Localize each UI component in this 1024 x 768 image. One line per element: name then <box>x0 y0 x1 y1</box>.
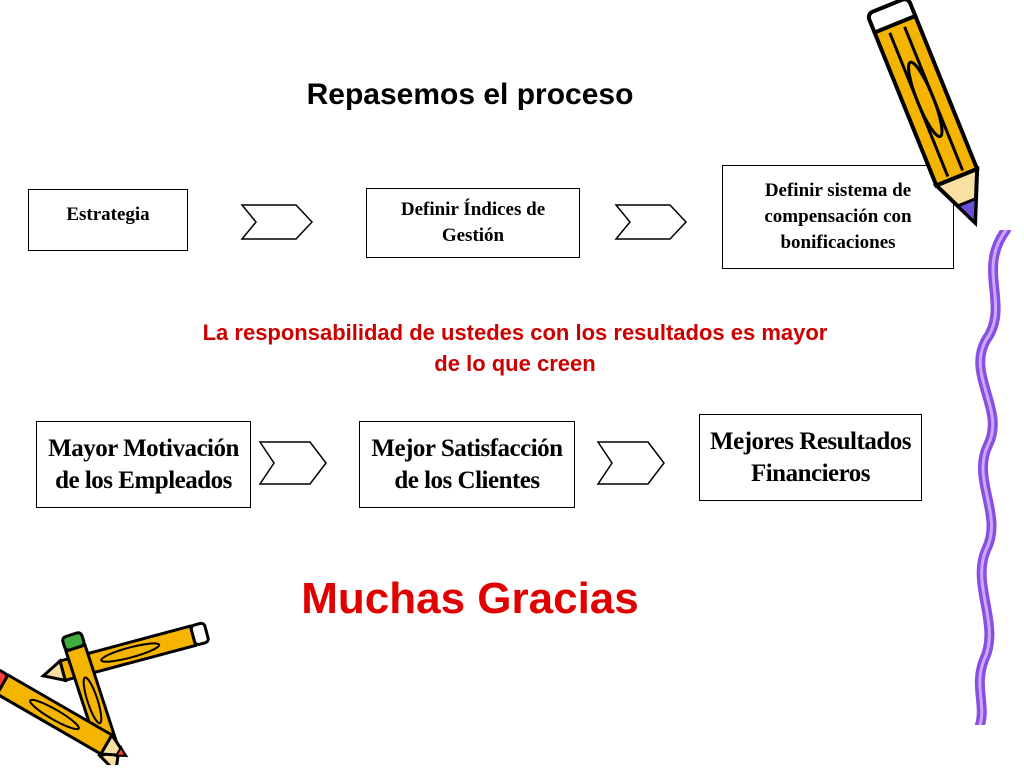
message-line: de lo que creen <box>434 351 596 376</box>
process-box-label: Estrategia <box>66 204 150 225</box>
pencils-clipart-icon <box>0 621 210 765</box>
process-box-label: Gestión <box>441 225 505 246</box>
process-box-label: Mayor Motivación <box>48 434 239 462</box>
pencil-icon <box>866 0 980 228</box>
process-box-satisfaction: Mejor Satisfacción de los Clientes <box>359 421 575 508</box>
process-box-label: de los Clientes <box>394 466 540 494</box>
slide-title: Repasemos el proceso <box>306 78 634 111</box>
wavy-ribbon-icon <box>974 230 1011 725</box>
closing-thanks: Muchas Gracias <box>301 574 639 623</box>
process-box-strategy: Estrategia <box>28 189 188 251</box>
process-box-label: Mejores Resultados <box>710 427 911 455</box>
process-box-results: Mejores Resultados Financieros <box>699 414 922 501</box>
process-box-label: de los Empleados <box>55 466 232 494</box>
message-line: La responsabilidad de ustedes con los re… <box>202 320 828 345</box>
process-box-label: Mejor Satisfacción <box>371 434 563 462</box>
process-box-compensation: Definir sistema de compensación con boni… <box>722 165 954 269</box>
chevron-arrow-icon <box>240 204 314 240</box>
process-box-motivation: Mayor Motivación de los Empleados <box>36 421 251 508</box>
process-box-indices: Definir Índices de Gestión <box>366 188 580 258</box>
chevron-arrow-icon <box>258 441 327 485</box>
chevron-arrow-icon <box>614 204 688 240</box>
process-box-label: compensación con <box>764 206 912 227</box>
process-box-label: Definir sistema de <box>764 180 912 201</box>
process-box-label: Definir Índices de <box>400 199 546 220</box>
process-box-label: Financieros <box>750 459 871 487</box>
chevron-arrow-icon <box>596 441 665 485</box>
responsibility-message: La responsabilidad de ustedes con los re… <box>130 317 900 379</box>
process-box-label: bonificaciones <box>780 232 896 253</box>
